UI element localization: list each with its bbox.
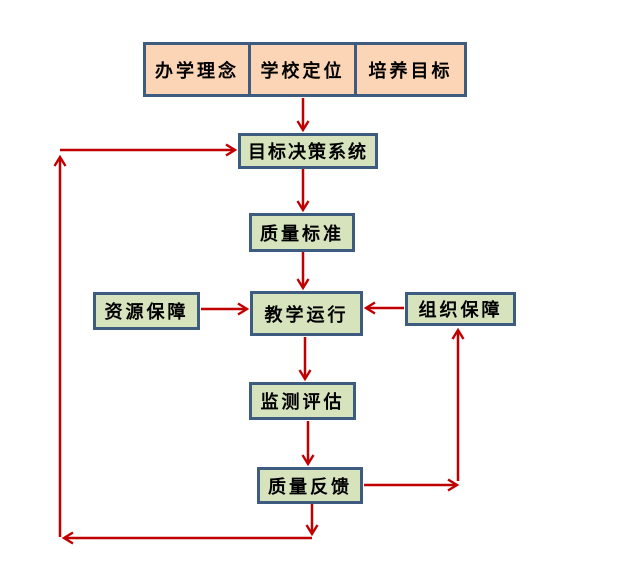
- node-decision-system: 目标决策系统: [238, 133, 378, 169]
- node-training-goal: 培养目标: [354, 42, 467, 97]
- node-organization-guarantee-label: 组织保障: [418, 300, 503, 320]
- node-quality-standard-label: 质量标准: [260, 223, 344, 244]
- node-monitoring-evaluation-label: 监测评估: [260, 392, 345, 412]
- node-positioning: 学校定位: [248, 42, 357, 97]
- edges-group: [53, 98, 465, 545]
- node-training-goal-label: 培养目标: [368, 60, 453, 81]
- node-organization-guarantee: 组织保障: [405, 292, 516, 326]
- node-resource-guarantee: 资源保障: [93, 292, 200, 330]
- node-teaching-operation: 教学运行: [250, 291, 363, 336]
- node-decision-system-label: 目标决策系统: [248, 142, 368, 162]
- node-quality-feedback-label: 质量反馈: [268, 476, 352, 497]
- node-monitoring-evaluation: 监测评估: [249, 382, 356, 420]
- node-quality-standard: 质量标准: [249, 213, 355, 252]
- node-quality-feedback: 质量反馈: [257, 467, 363, 504]
- node-philosophy: 办学理念: [143, 42, 251, 97]
- node-philosophy-label: 办学理念: [155, 60, 239, 81]
- node-positioning-label: 学校定位: [260, 60, 345, 81]
- node-teaching-operation-label: 教学运行: [264, 304, 349, 325]
- node-resource-guarantee-label: 资源保障: [104, 302, 189, 322]
